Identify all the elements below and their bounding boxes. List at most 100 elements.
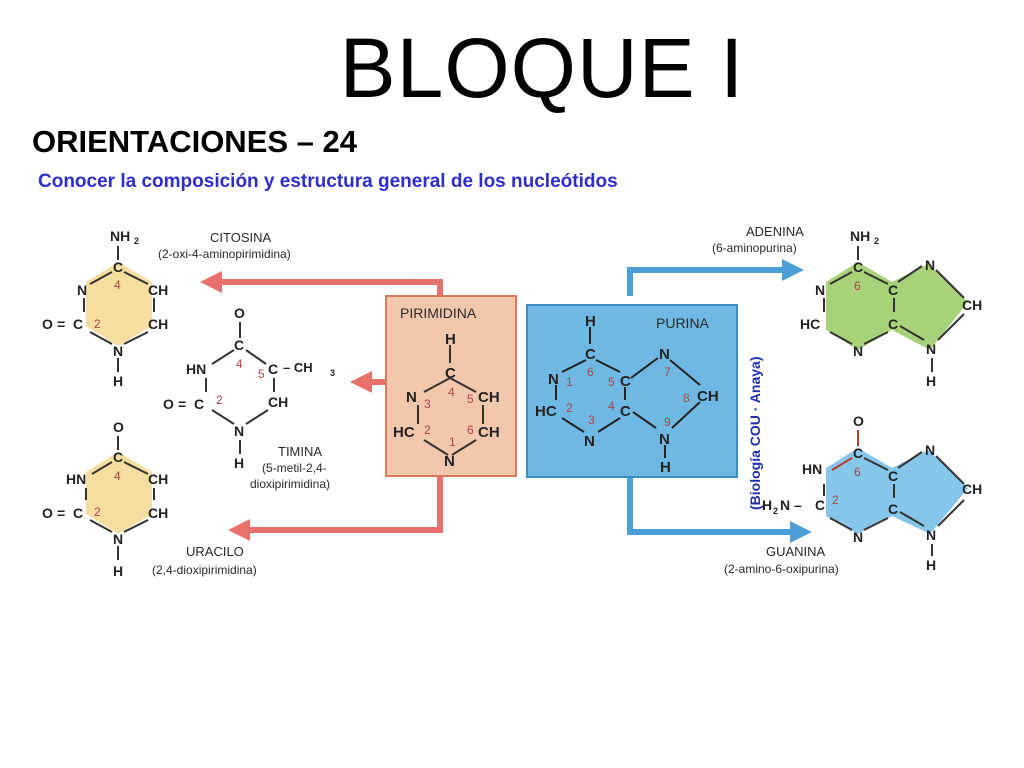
slide-title: BLOQUE I xyxy=(339,21,745,115)
adenina-ring-fill xyxy=(826,262,968,350)
timina-atom-o-top: O xyxy=(234,305,245,321)
adenina-atom-c4: C xyxy=(888,316,898,332)
pirimidina-atom-n3: N xyxy=(406,389,417,406)
guanina-atom-c2: C xyxy=(815,497,825,513)
purina-num-5: 5 xyxy=(608,375,615,389)
pirimidina-num-5: 5 xyxy=(467,392,474,406)
pirimidina-atom-c6h: CH xyxy=(478,424,500,441)
pirimidina-atom-c5h: CH xyxy=(478,389,500,406)
guanina-atom-c4: C xyxy=(888,501,898,517)
adenina-atom-n3: N xyxy=(853,343,863,359)
slide-description: Conocer la composición y estructura gene… xyxy=(38,171,618,192)
pirimidina-label: PIRIMIDINA xyxy=(400,305,477,321)
pirimidina-num-3: 3 xyxy=(424,397,431,411)
purina-panel: PURINA H C N C N CH HC N C N H 6 1 5 7 8 xyxy=(526,304,738,478)
adenina-name: ADENINA xyxy=(746,224,804,239)
adenina-atom-nh: NH xyxy=(850,228,870,244)
uracilo-atom-ch6: CH xyxy=(148,505,168,521)
purina-atom-c4: C xyxy=(620,403,631,420)
adenina-atom-n9: N xyxy=(926,341,936,357)
guanina-atom-ch8: CH xyxy=(962,481,982,497)
pirimidina-box xyxy=(385,295,517,477)
guanina-atom-h2n-sub: 2 xyxy=(773,506,778,516)
adenina-num-6: 6 xyxy=(854,279,861,293)
guanina-num-2: 2 xyxy=(832,493,839,507)
pirimidina-atom-n1: N xyxy=(444,453,455,470)
uracilo-subname: (2,4-dioxipirimidina) xyxy=(152,563,257,577)
uracilo-atom-ch5: CH xyxy=(148,471,168,487)
purina-num-8: 8 xyxy=(683,391,690,405)
timina-atom-ch3: – CH xyxy=(283,360,313,375)
source-credit: (Biología COU · Anaya) xyxy=(747,357,763,511)
pirimidina-num-4: 4 xyxy=(448,385,455,399)
citosina-atom-ch6: CH xyxy=(148,316,168,332)
slide-subtitle: ORIENTACIONES – 24 xyxy=(32,124,358,159)
citosina-atom-n3: N xyxy=(77,282,87,298)
timina-atom-eq: = xyxy=(178,396,186,412)
timina-num-5: 5 xyxy=(258,367,265,381)
citosina-structure: NH 2 C N CH O = C CH N H 4 2 CITOSINA (2… xyxy=(42,228,291,389)
purina-num-3: 3 xyxy=(588,413,595,427)
uracilo-atom-n1: N xyxy=(113,531,123,547)
timina-atom-o: O xyxy=(163,396,174,412)
pirimidina-num-2: 2 xyxy=(424,423,431,437)
purina-atom-h-top: H xyxy=(585,313,596,330)
uracilo-atom-o: O xyxy=(42,505,53,521)
purina-atom-n7: N xyxy=(659,346,670,363)
guanina-subname: (2-amino-6-oxipurina) xyxy=(724,562,839,576)
uracilo-atom-o-top: O xyxy=(113,419,124,435)
purina-num-9: 9 xyxy=(664,415,671,429)
purina-atom-hc2: HC xyxy=(535,403,557,420)
pirimidina-atom-hc2: HC xyxy=(393,424,415,441)
timina-atom-n1: N xyxy=(234,423,244,439)
citosina-atom-h: H xyxy=(113,373,123,389)
uracilo-atom-c4: C xyxy=(113,449,123,465)
guanina-atom-o: O xyxy=(853,413,864,429)
guanina-atom-c5: C xyxy=(888,468,898,484)
uracilo-name: URACILO xyxy=(186,544,244,559)
adenina-atom-ch8: CH xyxy=(962,297,982,313)
guanina-name: GUANINA xyxy=(766,544,826,559)
adenina-atom-h: H xyxy=(926,373,936,389)
purina-num-4: 4 xyxy=(608,399,615,413)
guanina-ring-fill xyxy=(826,448,968,534)
citosina-num-2: 2 xyxy=(94,317,101,331)
adenina-atom-n1: N xyxy=(815,282,825,298)
pirimidina-num-6: 6 xyxy=(467,423,474,437)
adenina-atom-hc: HC xyxy=(800,316,820,332)
pirimidina-num-1: 1 xyxy=(449,435,456,449)
citosina-atom-ch5: CH xyxy=(148,282,168,298)
pirimidina-atom-c4: C xyxy=(445,365,456,382)
timina-atom-c4: C xyxy=(234,337,244,353)
timina-atom-h: H xyxy=(234,455,244,471)
uracilo-num-2: 2 xyxy=(94,505,101,519)
purina-ring xyxy=(555,327,701,458)
guanina-structure: O C HN C N H 2 N – C C CH N N H 6 2 GUAN… xyxy=(724,413,982,576)
guanina-atom-hn: HN xyxy=(802,461,822,477)
timina-name: TIMINA xyxy=(278,444,322,459)
citosina-atom-n1: N xyxy=(113,343,123,359)
citosina-num-4: 4 xyxy=(114,278,121,292)
purina-box xyxy=(526,304,738,478)
adenina-atom-c6: C xyxy=(853,259,863,275)
pirimidina-panel: PIRIMIDINA H C N CH HC CH N 4 3 5 2 6 1 xyxy=(385,295,517,477)
citosina-atom-nh: NH xyxy=(110,228,130,244)
guanina-num-6: 6 xyxy=(854,465,861,479)
citosina-ring-fill xyxy=(86,262,152,346)
adenina-atom-c5: C xyxy=(888,282,898,298)
citosina-atom-o: O xyxy=(42,316,53,332)
citosina-subname: (2-oxi-4-aminopirimidina) xyxy=(158,247,291,261)
adenina-atom-nh-sub: 2 xyxy=(874,236,879,246)
purina-label: PURINA xyxy=(656,315,710,331)
pirimidina-atom-h: H xyxy=(445,331,456,348)
citosina-atom-c4: C xyxy=(113,259,123,275)
adenina-atom-n7: N xyxy=(925,257,935,273)
uracilo-ring-fill xyxy=(86,452,152,534)
citosina-atom-nh-sub: 2 xyxy=(134,236,139,246)
uracilo-atom-eq: = xyxy=(57,505,65,521)
pirimidina-ring xyxy=(417,345,484,456)
purine-arrowheads xyxy=(782,259,812,543)
timina-structure: O C HN C – CH 3 O = C CH N H 4 5 2 TIMIN… xyxy=(163,305,335,491)
guanina-atom-n3: N xyxy=(853,529,863,545)
timina-atom-c2: C xyxy=(194,396,204,412)
